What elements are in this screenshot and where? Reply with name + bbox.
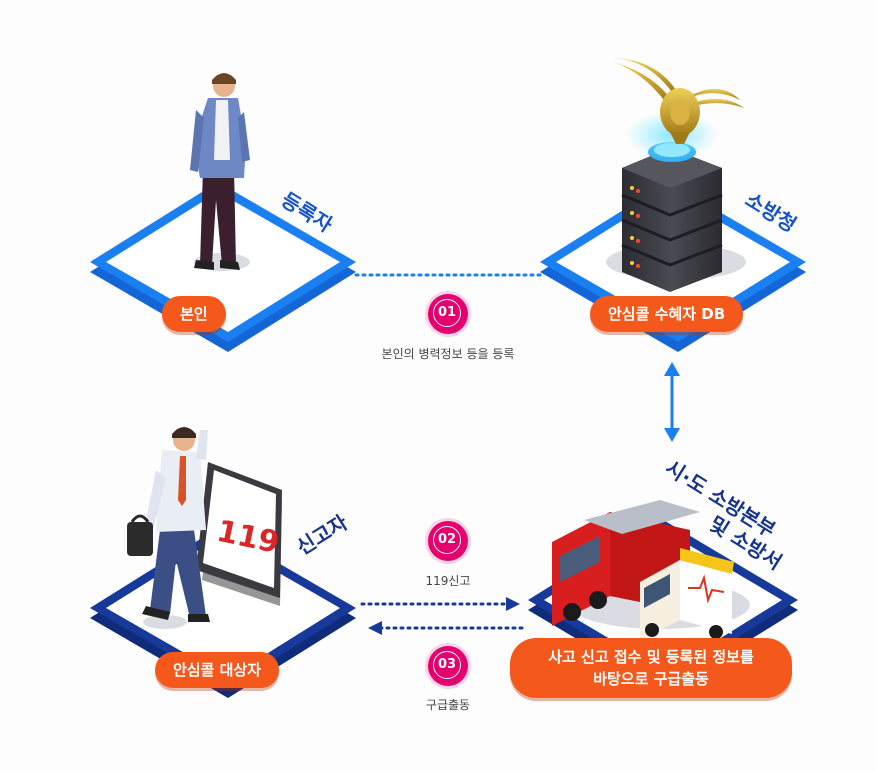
fire-station-label: 사고 신고 접수 및 등록된 정보를 바탕으로 구급출동 (510, 638, 792, 698)
step-number-01: 01 (433, 299, 461, 327)
fire-station-label-line2: 바탕으로 구급출동 (526, 668, 776, 690)
fire-station-label-line1: 사고 신고 접수 및 등록된 정보를 (526, 646, 776, 668)
database-server-icon (622, 111, 722, 292)
step-number-03: 03 (433, 651, 461, 679)
sync-arrow-icon (664, 362, 680, 442)
step-caption-01: 본인의 병력정보 등을 등록 (350, 345, 546, 362)
reporter-label: 안심콜 대상자 (155, 652, 279, 688)
connector-02 (362, 597, 520, 611)
step-badge-02: 02 (428, 521, 468, 561)
step-number-02: 02 (433, 526, 461, 554)
step-caption-03: 구급출동 (400, 696, 496, 713)
fire-agency-label: 안심콜 수혜자 DB (590, 296, 743, 332)
registrant-label: 본인 (162, 296, 226, 332)
connector-03 (368, 621, 524, 635)
step-badge-01: 01 (428, 294, 468, 334)
step-caption-02: 119신고 (400, 572, 496, 589)
step-badge-03: 03 (428, 646, 468, 686)
